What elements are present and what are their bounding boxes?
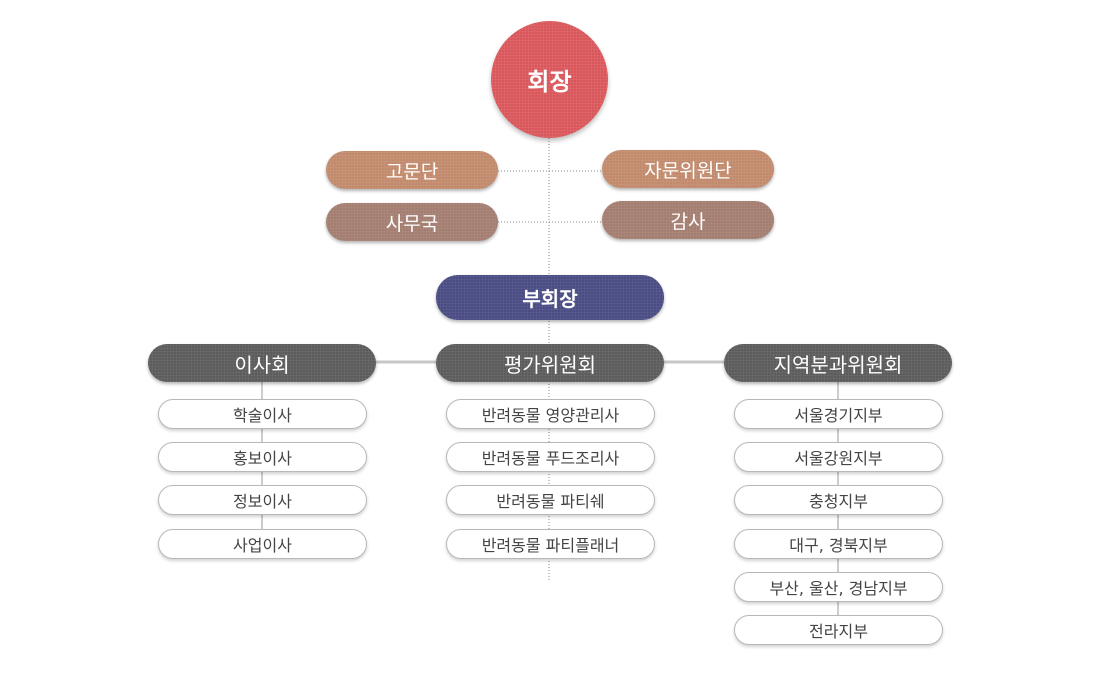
evaluation-item: 반려동물 푸드조리사: [446, 442, 655, 472]
advisors-left-top-node: 고문단: [326, 151, 498, 189]
evaluation-item: 반려동물 영양관리사: [446, 399, 655, 429]
vice-chairman-node: 부회장: [436, 275, 664, 320]
evaluation-item: 반려동물 파티쉐: [446, 485, 655, 515]
regional-item: 부산, 울산, 경남지부: [734, 572, 943, 602]
division-regional-node: 지역분과위원회: [724, 344, 952, 382]
advisors-right-bottom-node: 감사: [602, 201, 774, 239]
chairman-node: 회장: [491, 21, 608, 138]
advisors-left-bottom-node: 사무국: [326, 203, 498, 241]
regional-item: 서울강원지부: [734, 442, 943, 472]
division-evaluation-node: 평가위원회: [436, 344, 664, 382]
board-item: 정보이사: [158, 485, 367, 515]
regional-item: 서울경기지부: [734, 399, 943, 429]
advisors-right-top-node: 자문위원단: [602, 150, 774, 188]
division-board-node: 이사회: [148, 344, 376, 382]
board-item: 홍보이사: [158, 442, 367, 472]
regional-item: 전라지부: [734, 615, 943, 645]
board-item: 사업이사: [158, 529, 367, 559]
regional-item: 대구, 경북지부: [734, 529, 943, 559]
evaluation-item: 반려동물 파티플래너: [446, 529, 655, 559]
regional-item: 충청지부: [734, 485, 943, 515]
board-item: 학술이사: [158, 399, 367, 429]
